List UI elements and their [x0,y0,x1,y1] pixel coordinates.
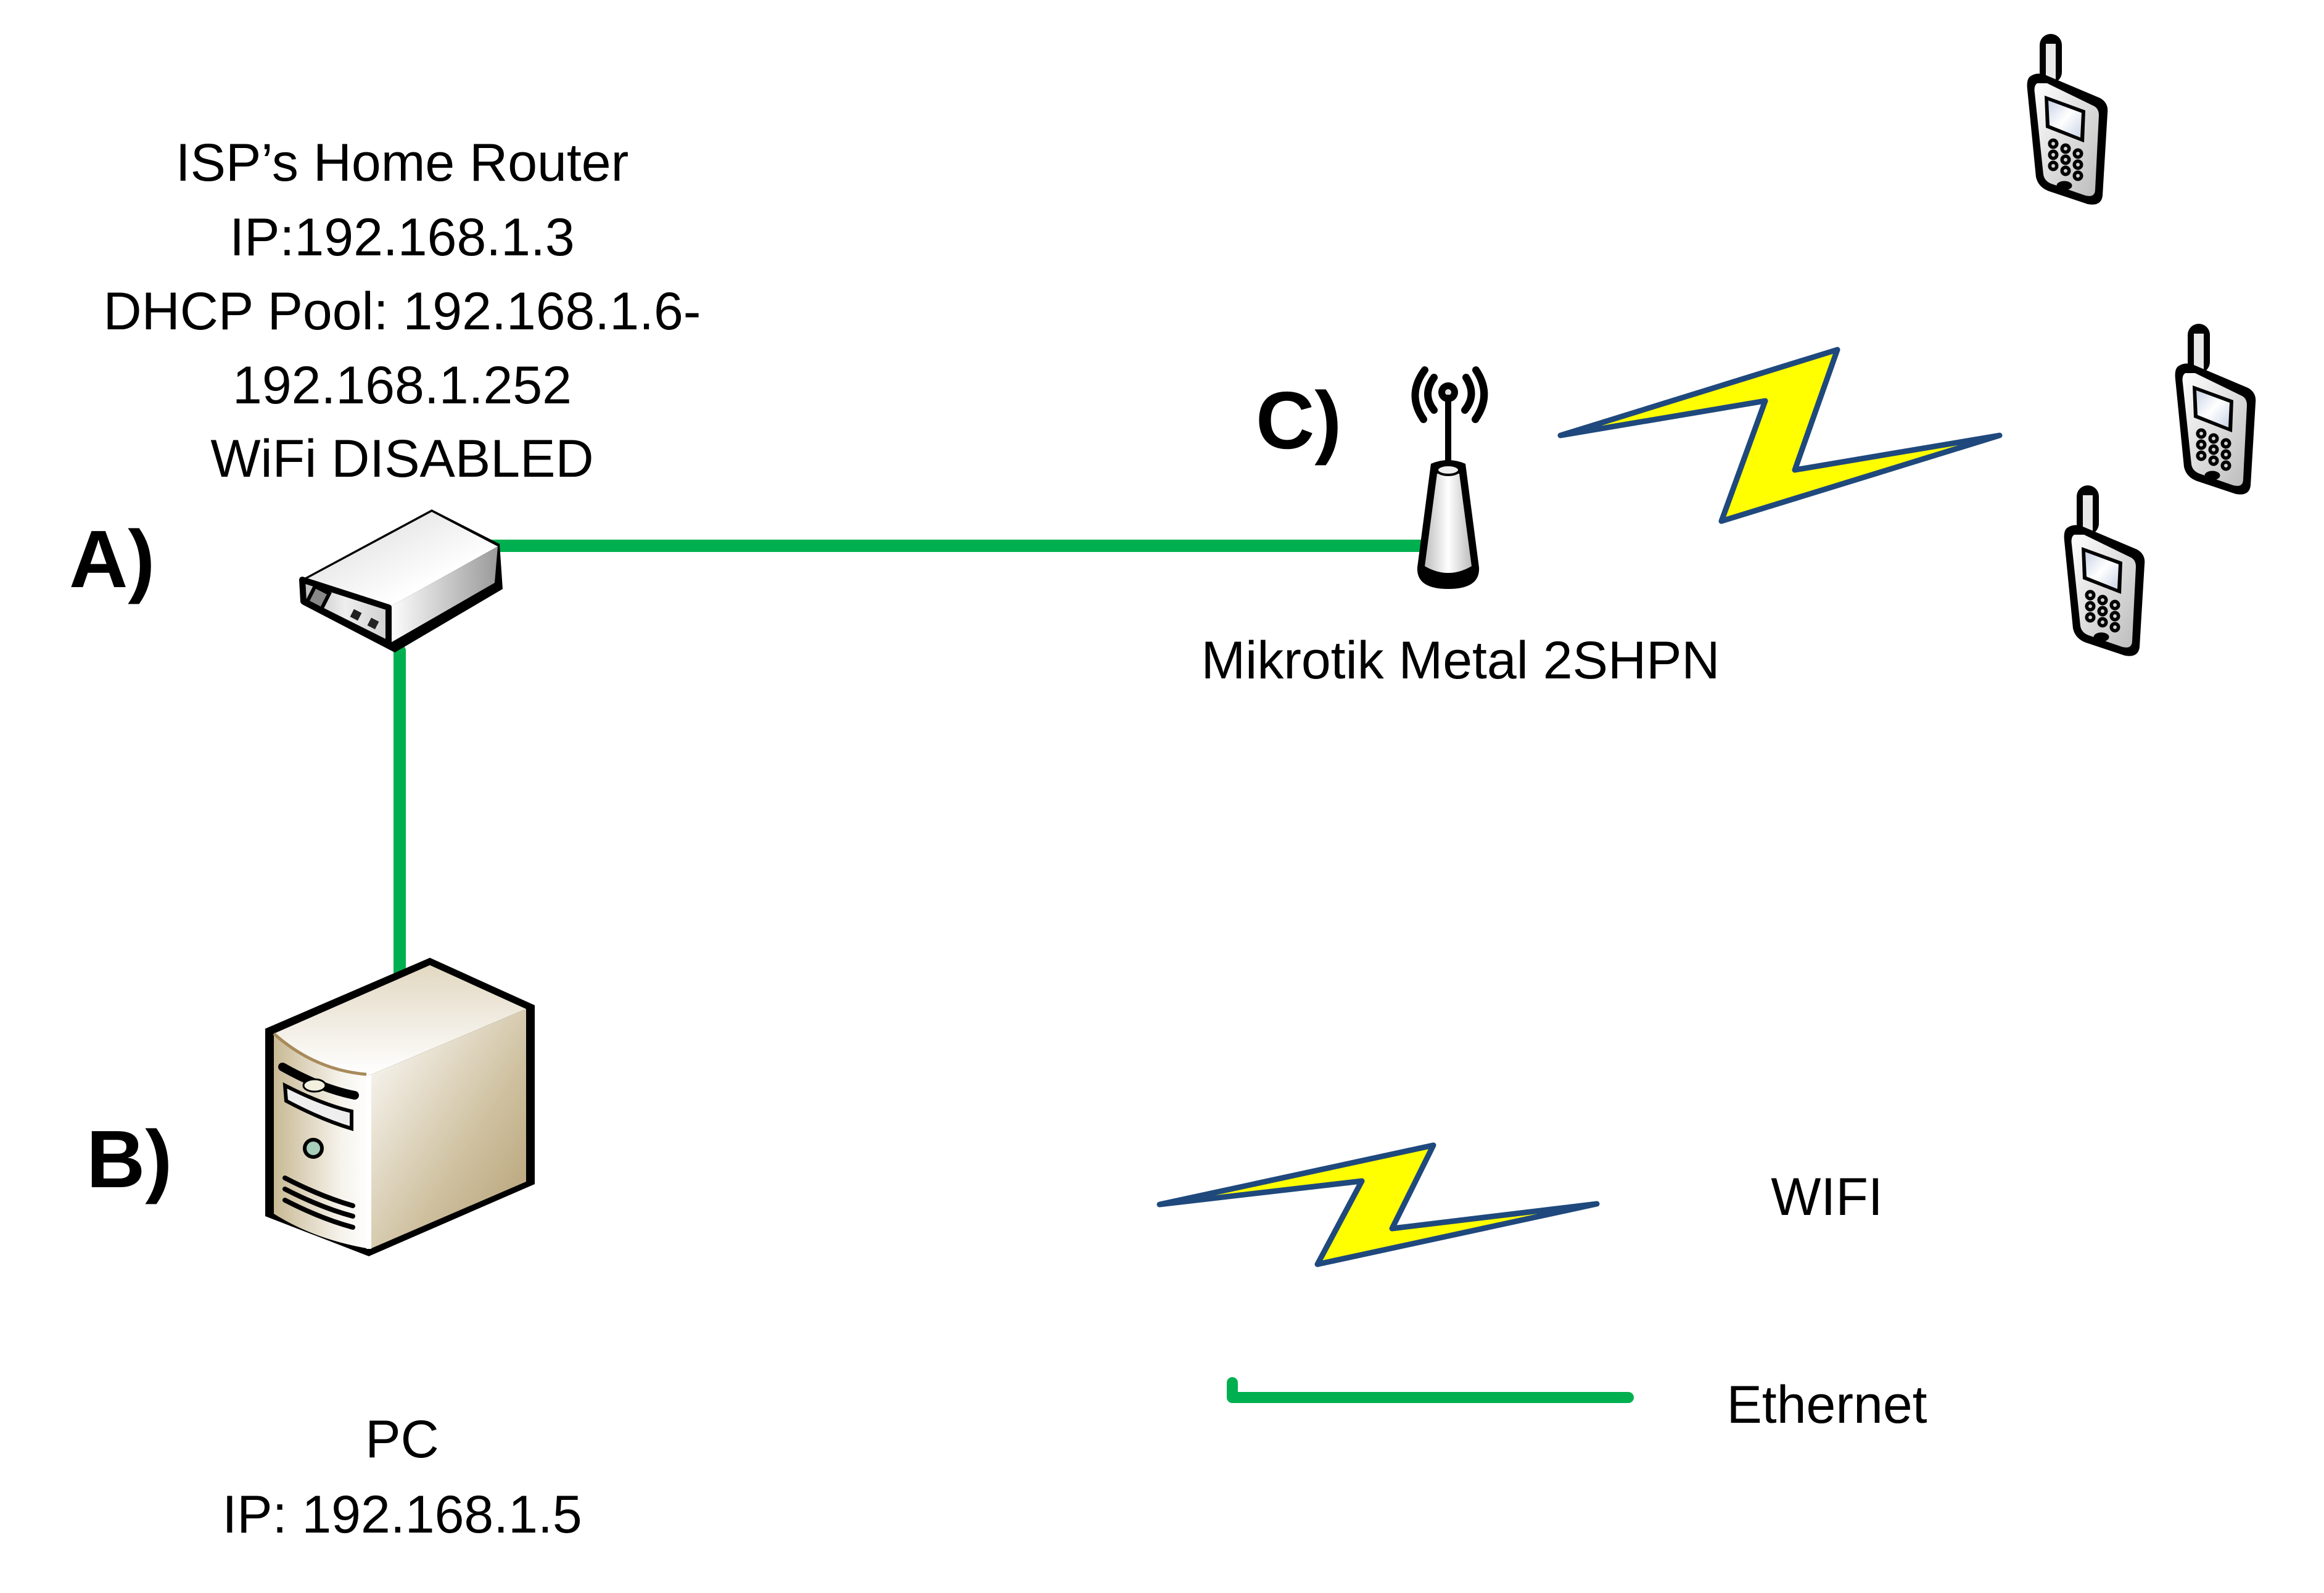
ap-model-label: Mikrotik Metal 2SHPN [1201,631,1720,690]
wifi-link-bolt-icon [1557,347,2003,524]
legend: WIFI Ethernet [1156,1142,1927,1435]
pc-ip-label: IP: 192.168.1.5 [222,1485,582,1544]
lightning-bolt-icon [1156,1142,1600,1267]
wireless-antenna-icon [1411,366,1488,589]
router-dhcp-range-end-label: 192.168.1.252 [233,356,572,415]
router-name-label: ISP’s Home Router [176,133,629,192]
router-tag-label: A) [69,514,155,604]
mobile-phone-icon [2175,323,2256,495]
pc-tag-label: B) [86,1114,172,1204]
router-dhcp-label: DHCP Pool: 192.168.1.6- [104,282,701,341]
pc-name-label: PC [365,1410,439,1469]
pc-tower-icon [265,958,535,1256]
router-icon [299,509,503,652]
mobile-phone-icon [2064,485,2145,657]
router-ip-label: IP:192.168.1.3 [229,208,574,267]
mobile-phone-icon [2027,33,2108,205]
legend-wifi-label: WIFI [1771,1167,1883,1227]
legend-ethernet-line [1227,1377,1634,1403]
router-wifi-status-label: WiFi DISABLED [210,429,593,488]
legend-ethernet-label: Ethernet [1726,1375,1927,1435]
ap-tag-label: C) [1256,375,1341,466]
